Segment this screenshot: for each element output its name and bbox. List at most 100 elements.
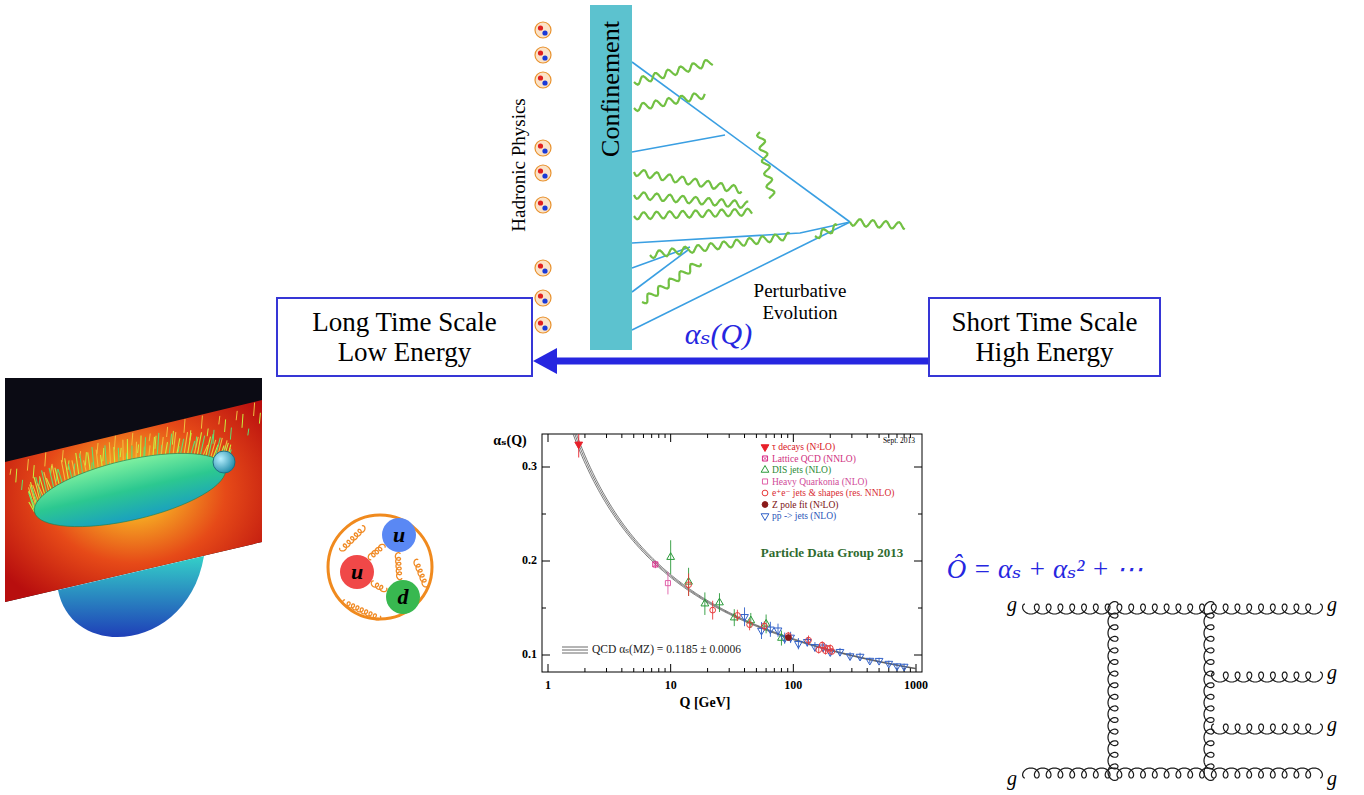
hadron-body [535, 197, 551, 213]
field-spike [136, 442, 137, 458]
field-spike [92, 447, 94, 469]
quark-label: d [398, 586, 409, 608]
axis-tick [658, 668, 659, 672]
field-spike [201, 416, 202, 429]
field-spike [61, 460, 65, 481]
error-bar [734, 609, 735, 626]
quark-dot [542, 205, 547, 210]
axis-tick [918, 608, 922, 609]
axis-tick [670, 434, 671, 442]
axis-tick [643, 668, 644, 672]
field-spike [33, 485, 39, 500]
field-spike [236, 411, 237, 420]
data-marker [686, 582, 692, 588]
marker-shape [767, 627, 775, 634]
marker-shape [774, 628, 782, 635]
illustration-ground [5, 378, 262, 665]
field-spike [127, 439, 128, 460]
marker-shape [829, 649, 835, 655]
error-bar [670, 540, 671, 574]
axis-tick [879, 668, 880, 672]
axis-tick [542, 608, 546, 609]
marker-shape [875, 658, 883, 665]
marker-shape [811, 645, 819, 652]
field-spike [118, 448, 120, 462]
quark-dot [542, 30, 547, 35]
hadron-body [535, 140, 551, 156]
axis-tick [729, 668, 730, 672]
data-marker [710, 607, 716, 613]
axis-tick [830, 668, 831, 672]
hadron-icon [535, 290, 551, 306]
quark-dot [538, 320, 543, 325]
gluon-propagator [1212, 672, 1323, 682]
field-spike [173, 432, 176, 454]
tick-label: 100 [784, 679, 802, 693]
axis-tick [774, 434, 775, 438]
field-spike [184, 432, 187, 453]
proton-figure [328, 515, 432, 620]
tick-label: 1 [545, 679, 551, 693]
tick-label: 0.2 [522, 554, 537, 568]
axis-tick [781, 668, 782, 672]
marker-shape [846, 654, 854, 661]
field-spike [105, 445, 106, 465]
field-spike [184, 419, 185, 433]
quark-line [632, 62, 850, 222]
marker-shape [795, 641, 803, 648]
axis-tick [643, 434, 644, 438]
quark-line [632, 135, 725, 152]
hadron-body [535, 317, 551, 333]
flux-tube [28, 439, 232, 542]
hadron-body [535, 47, 551, 63]
quark-dot [538, 263, 543, 268]
axis-tick [918, 514, 922, 515]
chart-source: Particle Data Group 2013 [761, 546, 903, 561]
axis-tick [744, 434, 745, 438]
gluon-line [650, 233, 790, 258]
axis-tick [766, 434, 767, 438]
marker-shape [686, 582, 692, 588]
field-spike [58, 469, 62, 482]
marker-shape [575, 442, 583, 449]
marker-shape [667, 553, 675, 560]
data-marker [836, 649, 844, 656]
axis-tick [766, 668, 767, 672]
marker-shape [836, 649, 844, 656]
axis-tick [548, 434, 549, 442]
legend-text: DIS jets (NLO) [772, 465, 831, 476]
proton-ring [328, 515, 432, 619]
data-marker [653, 562, 658, 567]
particle-label: g [1007, 593, 1017, 616]
field-spike [97, 443, 98, 454]
axis-tick [542, 655, 550, 656]
data-marker [885, 661, 893, 668]
marker-shape [761, 514, 769, 521]
quark-circle: u [340, 555, 374, 589]
axis-tick [744, 668, 745, 672]
legend-text: pp̄ -> jets (NLO) [772, 511, 836, 522]
particle-label: g [1327, 661, 1337, 684]
field-spike [68, 464, 71, 478]
arrow-head [533, 348, 557, 374]
quark-dot [542, 55, 547, 60]
data-marker [856, 654, 864, 661]
axis-tick [542, 561, 550, 562]
field-spike [84, 460, 87, 471]
hadron-icon [535, 260, 551, 276]
data-marker [786, 635, 792, 641]
date-note: Sept. 2013 [883, 437, 915, 446]
marker-shape [885, 661, 893, 668]
field-spike [219, 416, 220, 425]
marker-shape [763, 456, 768, 461]
gluon-coil [368, 544, 385, 559]
field-spike [172, 431, 173, 445]
marker-shape [806, 637, 812, 643]
legend-text: Z pole fit (N³LO) [772, 499, 838, 510]
data-marker [806, 637, 812, 643]
field-spike [122, 440, 124, 461]
axis-tick [787, 668, 788, 672]
quark-dot [538, 168, 543, 173]
gluon-coil [395, 553, 401, 580]
